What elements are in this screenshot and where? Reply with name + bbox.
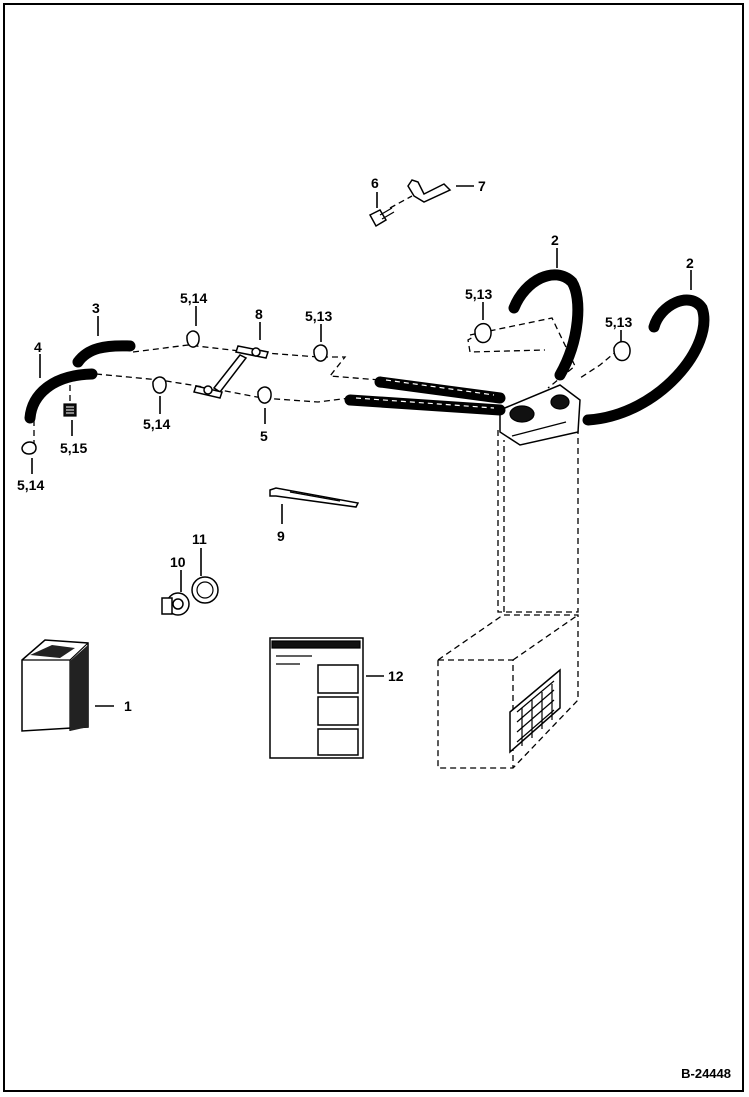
callout-513-b: 5,13: [605, 314, 632, 330]
clamp-5: [257, 386, 272, 404]
box-1: [21, 639, 89, 732]
hose-lower-long: [344, 394, 506, 416]
callout-514-a: 5,14: [180, 290, 207, 306]
cable-tie-9: [269, 487, 360, 508]
callout-2b: 2: [686, 255, 694, 271]
callout-3: 3: [92, 300, 100, 316]
callout-7: 7: [478, 178, 486, 194]
heater-housing-edge: [438, 659, 514, 768]
callout-513-a: 5,13: [465, 286, 492, 302]
hose-4: [24, 368, 98, 424]
valve-block: [499, 384, 581, 446]
clamp-514-mid: [152, 376, 167, 394]
callout-5: 5: [260, 428, 268, 444]
duct-column: [497, 430, 579, 613]
bolt-6: [368, 207, 395, 228]
clamp-513-right-a: [474, 322, 492, 344]
bracket-7: [407, 179, 452, 203]
heater-grille: [509, 668, 561, 754]
callout-9: 9: [277, 528, 285, 544]
clamp-514-left: [21, 441, 37, 455]
clamp-513-right-b: [613, 340, 631, 362]
callout-513-c: 5,13: [305, 308, 332, 324]
knob-10: [161, 592, 190, 616]
callout-514-c: 5,14: [17, 477, 44, 493]
clamp-513-mid: [313, 344, 328, 362]
hose-2b: [582, 294, 710, 426]
callout-12: 12: [388, 668, 404, 684]
leader-lines: [31, 185, 692, 707]
heater-housing-top-edge: [512, 614, 579, 661]
callout-6: 6: [371, 175, 379, 191]
fitting-8: [193, 345, 269, 399]
callout-labels: 1 2 2 3 4 5 6 7 8 9 10 11 12 5,13 5,13 5…: [17, 175, 694, 714]
heater-assembly: [437, 317, 581, 769]
ring-11: [191, 576, 219, 604]
callout-2a: 2: [551, 232, 559, 248]
callout-4: 4: [34, 339, 42, 355]
diagram-frame: [3, 3, 744, 1092]
callout-8: 8: [255, 306, 263, 322]
small-parts: [21, 179, 631, 616]
clamp-514-top: [186, 330, 200, 348]
callout-515: 5,15: [60, 440, 87, 456]
callout-11: 11: [192, 531, 207, 547]
hose-3: [72, 340, 136, 368]
connection-lines: [33, 195, 619, 445]
figure-id: B-24448: [681, 1066, 731, 1081]
decal-sheet-12: [269, 637, 364, 759]
callout-10: 10: [170, 554, 186, 570]
hose-2a: [508, 269, 584, 381]
callout-1: 1: [124, 698, 132, 714]
hose-upper-long: [374, 376, 506, 404]
spring-515: [63, 403, 77, 417]
hoses: [24, 269, 710, 426]
callout-514-b: 5,14: [143, 416, 170, 432]
